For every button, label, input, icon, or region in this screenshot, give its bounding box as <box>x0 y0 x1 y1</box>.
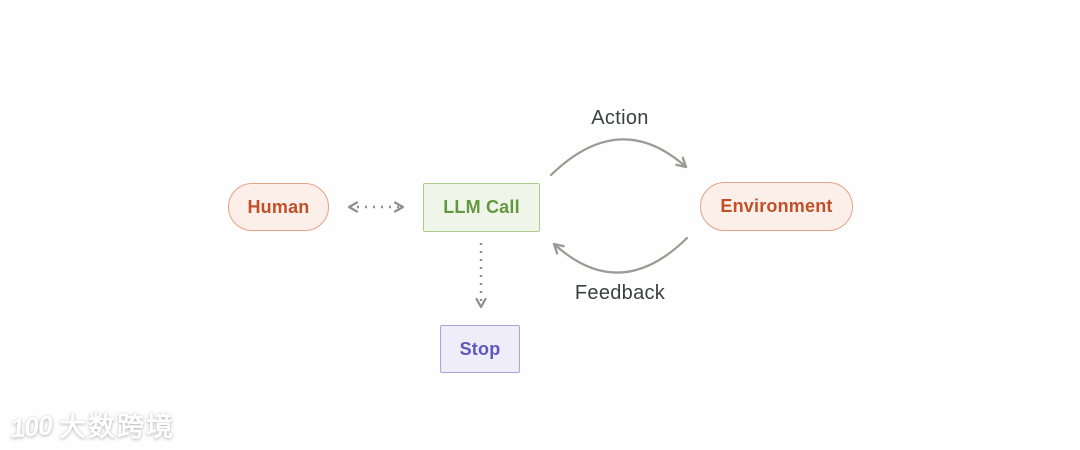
watermark-logo: 100 <box>8 410 54 444</box>
llm-call-node-label: LLM Call <box>443 197 520 217</box>
stop-node: Stop <box>440 325 520 373</box>
human-node-label: Human <box>247 196 310 217</box>
action-edge-label: Action <box>591 107 649 129</box>
action-arc-arrow <box>549 138 688 177</box>
environment-node-label: Environment <box>720 196 833 216</box>
stop-node-label: Stop <box>459 338 501 359</box>
watermark-text: 大数跨境 <box>59 412 176 442</box>
human-node: Human <box>228 183 329 231</box>
feedback-edge-label: Feedback <box>574 282 666 304</box>
environment-node: Environment <box>700 182 853 231</box>
llm-call-node: LLM Call <box>423 183 540 232</box>
feedback-arc-arrow <box>552 236 689 274</box>
watermark: 100 大数跨境 <box>8 405 176 444</box>
